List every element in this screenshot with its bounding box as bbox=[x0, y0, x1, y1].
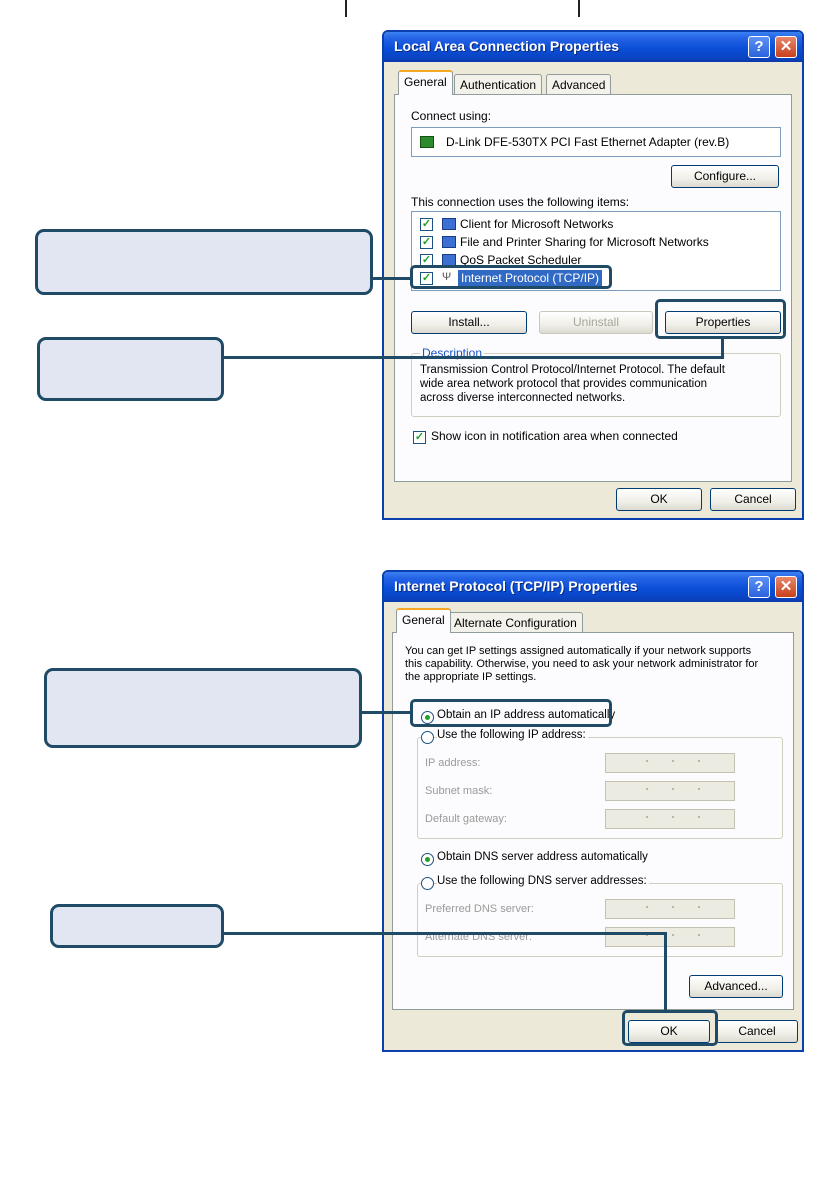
obtain-ip-radio[interactable] bbox=[421, 711, 434, 724]
obtain-dns-label: Obtain DNS server address automatically bbox=[437, 851, 648, 863]
description-line: across diverse interconnected networks. bbox=[420, 392, 626, 404]
tab-alternate-configuration[interactable]: Alternate Configuration bbox=[448, 612, 583, 634]
items-list: ✓ Client for Microsoft Networks ✓ File a… bbox=[411, 211, 781, 291]
static-ip-group bbox=[417, 737, 783, 839]
list-item[interactable]: Client for Microsoft Networks bbox=[460, 217, 614, 231]
adapter-field: D-Link DFE-530TX PCI Fast Ethernet Adapt… bbox=[411, 127, 781, 157]
close-button[interactable]: ✕ bbox=[775, 36, 797, 58]
use-ip-radio[interactable] bbox=[421, 731, 434, 744]
tab-general[interactable]: General bbox=[398, 70, 453, 95]
preferred-dns-field bbox=[605, 899, 735, 919]
page-mark bbox=[345, 0, 347, 17]
ip-address-label: IP address: bbox=[425, 757, 481, 769]
callout-box bbox=[35, 229, 373, 295]
use-dns-label: Use the following DNS server addresses: bbox=[437, 875, 649, 887]
description-line: Transmission Control Protocol/Internet P… bbox=[420, 364, 725, 376]
item-checkbox[interactable]: ✓ bbox=[420, 218, 433, 231]
page-mark bbox=[578, 0, 580, 17]
description-group: Description Transmission Control Protoco… bbox=[411, 346, 781, 417]
connector-line bbox=[362, 711, 410, 714]
connector-line bbox=[224, 932, 667, 935]
tab-advanced[interactable]: Advanced bbox=[546, 74, 612, 96]
default-gateway-field bbox=[605, 809, 735, 829]
connector-line bbox=[373, 277, 411, 280]
titlebar: Local Area Connection Properties ? ✕ bbox=[384, 32, 802, 62]
help-button[interactable]: ? bbox=[748, 36, 770, 58]
show-icon-label: Show icon in notification area when conn… bbox=[431, 429, 678, 443]
ip-address-field bbox=[605, 753, 735, 773]
use-dns-radio[interactable] bbox=[421, 877, 434, 890]
default-gateway-label: Default gateway: bbox=[425, 813, 507, 825]
intro-line: You can get IP settings assigned automat… bbox=[405, 645, 752, 657]
protocol-icon: Ψ bbox=[442, 271, 452, 283]
configure-button[interactable]: Configure... bbox=[671, 165, 779, 188]
cancel-button[interactable]: Cancel bbox=[710, 488, 796, 511]
properties-button[interactable]: Properties bbox=[665, 311, 781, 334]
list-item[interactable]: File and Printer Sharing for Microsoft N… bbox=[460, 235, 709, 249]
item-checkbox[interactable]: ✓ bbox=[420, 236, 433, 249]
help-button[interactable]: ? bbox=[748, 576, 770, 598]
general-panel: You can get IP settings assigned automat… bbox=[392, 632, 794, 1010]
use-ip-label: Use the following IP address: bbox=[437, 729, 588, 741]
connect-using-label: Connect using: bbox=[411, 109, 492, 123]
callout-box bbox=[50, 904, 224, 948]
install-button[interactable]: Install... bbox=[411, 311, 527, 334]
properties-highlight bbox=[655, 299, 786, 339]
subnet-mask-label: Subnet mask: bbox=[425, 785, 493, 797]
tcpip-highlight bbox=[410, 265, 612, 289]
tab-authentication[interactable]: Authentication bbox=[454, 74, 543, 96]
dialog-title: Local Area Connection Properties bbox=[394, 38, 620, 54]
client-icon bbox=[442, 218, 456, 230]
lan-properties-dialog: Local Area Connection Properties ? ✕ Gen… bbox=[382, 30, 804, 520]
adapter-name: D-Link DFE-530TX PCI Fast Ethernet Adapt… bbox=[446, 135, 730, 149]
tcpip-properties-dialog: Internet Protocol (TCP/IP) Properties ? … bbox=[382, 570, 804, 1052]
cancel-button[interactable]: Cancel bbox=[716, 1020, 798, 1043]
printer-sharing-icon bbox=[442, 236, 456, 248]
advanced-button[interactable]: Advanced... bbox=[689, 975, 783, 998]
show-icon-checkbox[interactable]: ✓ bbox=[413, 431, 426, 444]
callout-box bbox=[37, 337, 224, 401]
alternate-dns-field bbox=[605, 927, 735, 947]
description-line: wide area network protocol that provides… bbox=[420, 378, 708, 390]
connector-line bbox=[721, 336, 724, 359]
subnet-mask-field bbox=[605, 781, 735, 801]
callout-box bbox=[44, 668, 362, 748]
preferred-dns-label: Preferred DNS server: bbox=[425, 903, 534, 915]
dialog-title: Internet Protocol (TCP/IP) Properties bbox=[394, 578, 638, 594]
tab-general[interactable]: General bbox=[396, 608, 451, 633]
item-checkbox[interactable]: ✓ bbox=[420, 272, 433, 285]
ok-highlight bbox=[622, 1010, 718, 1046]
titlebar: Internet Protocol (TCP/IP) Properties ? … bbox=[384, 572, 802, 602]
obtain-ip-highlight bbox=[410, 699, 612, 727]
obtain-dns-radio[interactable] bbox=[421, 853, 434, 866]
connector-line bbox=[664, 932, 667, 1012]
obtain-ip-label: Obtain an IP address automatically bbox=[437, 709, 616, 721]
uninstall-button: Uninstall bbox=[539, 311, 653, 334]
close-button[interactable]: ✕ bbox=[775, 576, 797, 598]
network-card-icon bbox=[420, 136, 434, 148]
list-item[interactable]: QoS Packet Scheduler bbox=[460, 253, 582, 267]
items-label: This connection uses the following items… bbox=[411, 195, 630, 209]
intro-line: the appropriate IP settings. bbox=[405, 671, 537, 683]
intro-line: this capability. Otherwise, you need to … bbox=[405, 658, 759, 670]
list-item-selected[interactable]: Internet Protocol (TCP/IP) bbox=[458, 270, 603, 286]
connector-line bbox=[224, 356, 724, 359]
ok-button[interactable]: OK bbox=[628, 1020, 710, 1043]
ok-button[interactable]: OK bbox=[616, 488, 702, 511]
